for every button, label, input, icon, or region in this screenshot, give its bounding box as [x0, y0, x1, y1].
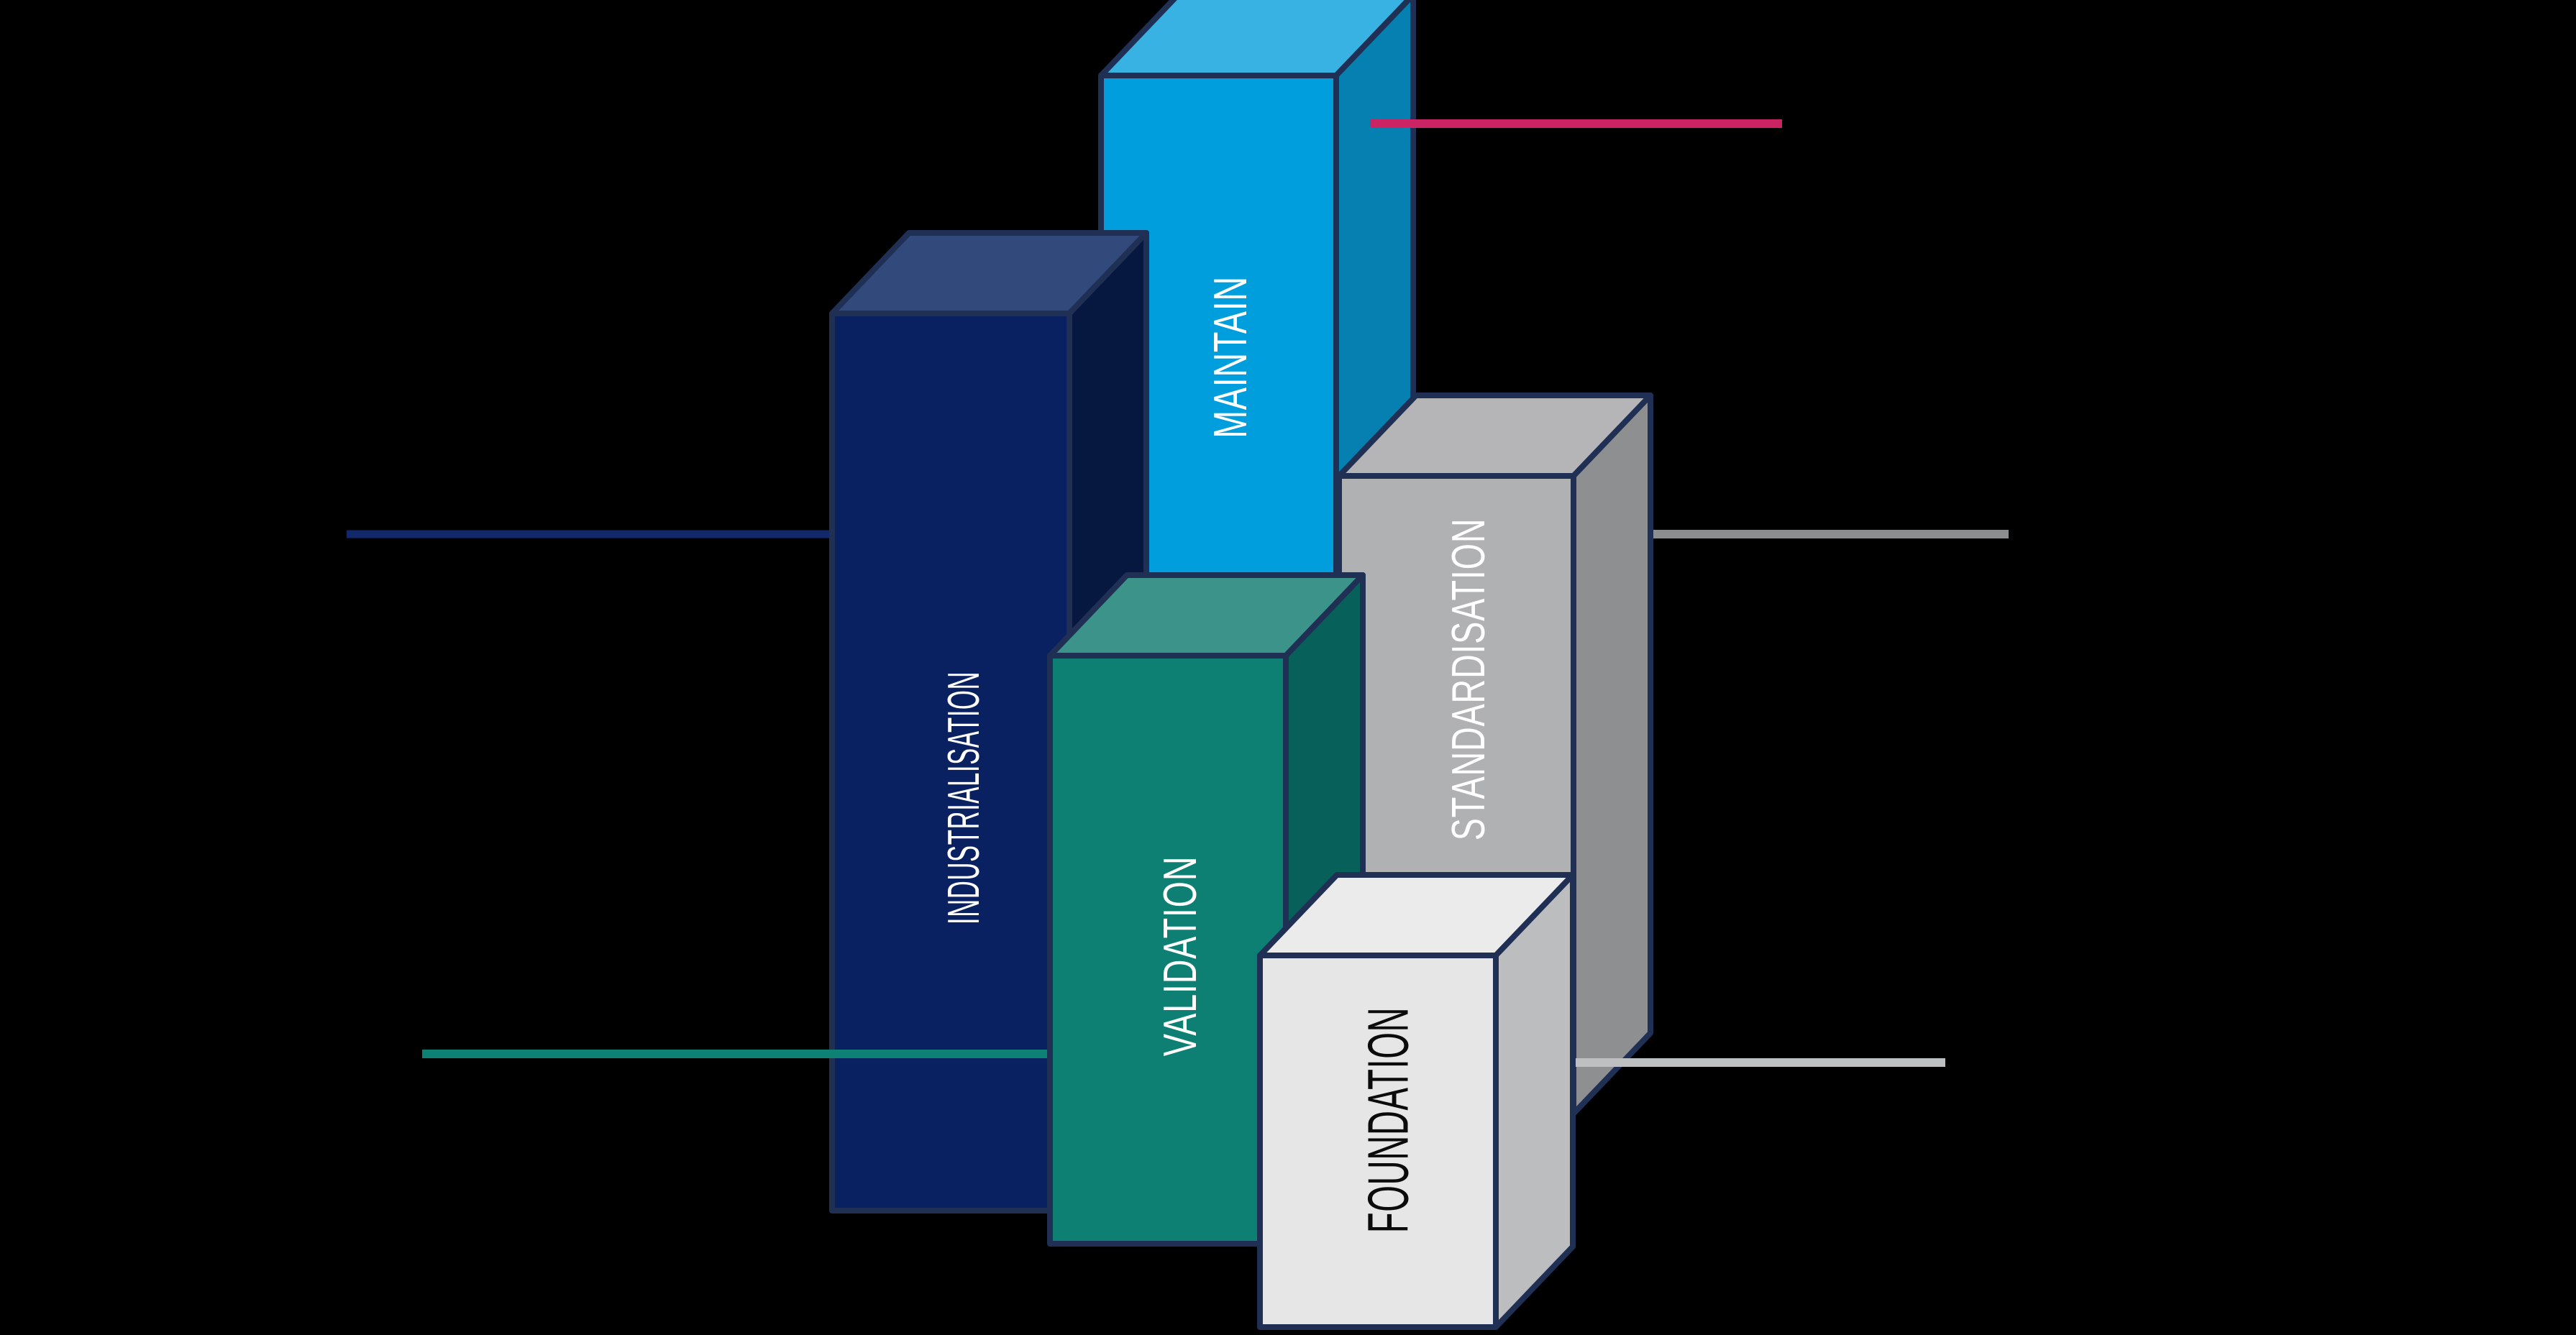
leader-line-foundation: [1575, 1058, 1945, 1067]
leader-line-industrialisation: [347, 530, 834, 538]
pillar-label-industrialisation: INDUSTRIALISATION: [938, 671, 988, 925]
pillar-foundation: FOUNDATION: [1257, 872, 1576, 1330]
pillar-label-foundation: FOUNDATION: [1356, 1007, 1420, 1233]
leader-line-standardisation: [1653, 530, 2009, 538]
leader-line-maintain: [1370, 119, 1782, 128]
leader-line-validation: [422, 1050, 1051, 1058]
pillar-label-maintain: MAINTAIN: [1205, 276, 1257, 439]
pillar-label-standardisation: STANDARDISATION: [1443, 518, 1495, 840]
pillar-maintain: MAINTAIN: [1098, 0, 1416, 722]
pillar-foundation-side-face: [1493, 872, 1576, 1330]
pillar-standardisation-side-face: [1571, 393, 1653, 1116]
pillar-label-validation: VALIDATION: [1155, 856, 1207, 1056]
pillar-foundation-front-face: [1257, 953, 1499, 1330]
